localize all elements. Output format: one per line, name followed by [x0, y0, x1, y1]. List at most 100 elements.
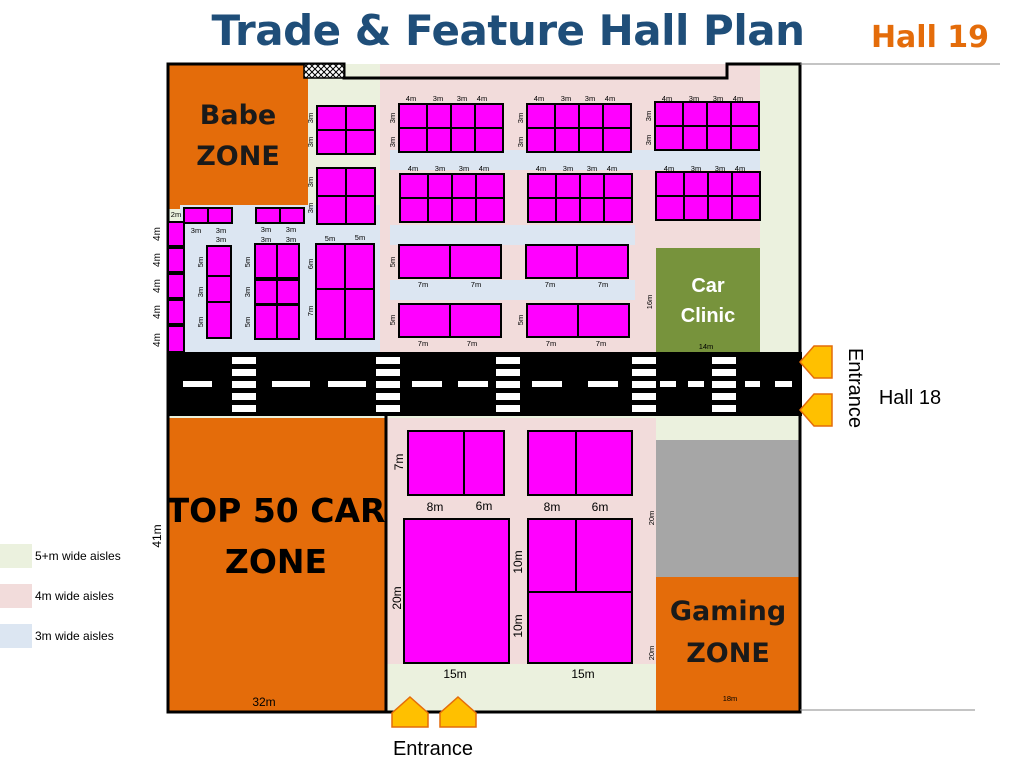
top-50-car-zone — [168, 418, 386, 712]
top-50-zone-label: TOP 50 CAR — [167, 491, 386, 530]
three-metre-aisle-area — [390, 280, 635, 300]
dimension-label: 3m — [561, 94, 571, 103]
exhibitor-stand — [603, 197, 633, 223]
dimension-label: 5m — [243, 257, 252, 267]
dimension-label: 7m — [392, 454, 406, 471]
pedestrian-crossing-stripe — [376, 369, 400, 376]
dimension-label: 10m — [511, 550, 525, 573]
legend-label: 4m wide aisles — [35, 589, 114, 603]
exhibitor-stand — [254, 279, 278, 305]
exhibitor-stand — [398, 303, 451, 338]
entrance-arrow-icon — [439, 695, 477, 728]
dimension-label: 3m — [261, 225, 271, 234]
exhibitor-stand — [730, 101, 760, 127]
exhibitor-stand — [450, 103, 476, 129]
dimension-label: 4m — [152, 253, 163, 267]
exhibitor-stand — [707, 195, 733, 221]
dimension-label: 4m — [408, 164, 418, 173]
dimension-label: 20m — [390, 586, 404, 609]
dimension-label: 4m — [152, 227, 163, 241]
exhibitor-stand — [578, 103, 604, 129]
dimension-label: 7m — [471, 280, 481, 289]
exhibitor-stand — [167, 221, 185, 247]
top-50-zone-label: ZONE — [225, 542, 327, 581]
neighbour-hall-label: Hall 18 — [879, 387, 941, 409]
exhibitor-stand — [526, 303, 579, 338]
road-lane-dash — [775, 381, 792, 387]
exhibitor-stand — [279, 207, 305, 224]
exhibitor-stand — [527, 430, 577, 496]
exhibitor-stand — [526, 103, 556, 129]
exhibitor-stand — [577, 303, 630, 338]
exhibitor-stand — [449, 244, 502, 279]
dimension-label: 7m — [598, 280, 608, 289]
pedestrian-crossing-stripe — [496, 405, 520, 412]
exhibitor-stand — [683, 171, 709, 197]
dimension-label: 3m — [644, 135, 653, 145]
legend-swatch — [0, 544, 32, 568]
exhibitor-stand — [403, 518, 510, 664]
dimension-label: 3m — [243, 287, 252, 297]
exhibitor-stand — [207, 207, 233, 224]
exhibitor-stand — [206, 301, 232, 339]
dimension-label: 7m — [545, 280, 555, 289]
dimension-label: 41m — [150, 524, 164, 547]
dimension-label: 3m — [644, 111, 653, 121]
dimension-label: 4m — [152, 333, 163, 347]
road-lane-dash — [458, 381, 488, 387]
exhibitor-stand — [555, 173, 581, 199]
exhibitor-stand — [344, 288, 375, 340]
exhibitor-stand — [474, 103, 504, 129]
exhibitor-stand — [206, 275, 232, 303]
dimension-label: 4m — [152, 279, 163, 293]
legend-label: 3m wide aisles — [35, 629, 114, 643]
dimension-label: 4m — [479, 164, 489, 173]
dimension-label: 4m — [477, 94, 487, 103]
exhibitor-stand — [655, 195, 685, 221]
dimension-label: 4m — [607, 164, 617, 173]
dimension-label: 5m — [516, 315, 525, 325]
road-lane-dash — [745, 381, 760, 387]
exhibitor-stand — [654, 125, 684, 151]
exhibitor-stand — [427, 197, 453, 223]
pedestrian-crossing-stripe — [232, 381, 256, 388]
exhibitor-stand — [315, 288, 346, 340]
exhibitor-stand — [345, 129, 376, 155]
car-clinic-label: Clinic — [681, 305, 735, 327]
exhibitor-stand — [345, 167, 376, 197]
dimension-label: 3m — [435, 164, 445, 173]
dimension-label: 8m — [544, 500, 561, 514]
dimension-label: 3m — [516, 137, 525, 147]
road-lane-dash — [688, 381, 704, 387]
dimension-label: 4m — [406, 94, 416, 103]
dimension-label: 3m — [585, 94, 595, 103]
dimension-label: 3m — [191, 226, 201, 235]
dimension-label: 5m — [355, 233, 365, 242]
pedestrian-crossing-stripe — [632, 405, 656, 412]
dimension-label: 3m — [286, 225, 296, 234]
pedestrian-crossing-stripe — [496, 357, 520, 364]
three-metre-aisle-area — [390, 225, 635, 245]
exhibitor-stand — [167, 247, 185, 273]
pedestrian-crossing-stripe — [232, 369, 256, 376]
bottom-entrance-label: Entrance — [393, 738, 473, 760]
exhibitor-stand — [206, 245, 232, 277]
exhibitor-stand — [255, 207, 281, 224]
exhibitor-stand — [554, 103, 580, 129]
dimension-label: 3m — [715, 164, 725, 173]
entrance-arrow-icon — [799, 393, 833, 427]
exhibitor-stand — [399, 173, 429, 199]
pedestrian-crossing-stripe — [632, 357, 656, 364]
dimension-label: 3m — [587, 164, 597, 173]
exhibitor-stand — [316, 129, 347, 155]
exhibitor-stand — [474, 127, 504, 153]
dimension-label: 3m — [457, 94, 467, 103]
exhibitor-stand — [603, 173, 633, 199]
dimension-label: 4m — [605, 94, 615, 103]
dimension-label: 3m — [689, 94, 699, 103]
pedestrian-crossing-stripe — [376, 405, 400, 412]
pedestrian-crossing-stripe — [632, 393, 656, 400]
pedestrian-crossing-stripe — [712, 381, 736, 388]
dimension-label: 4m — [534, 94, 544, 103]
